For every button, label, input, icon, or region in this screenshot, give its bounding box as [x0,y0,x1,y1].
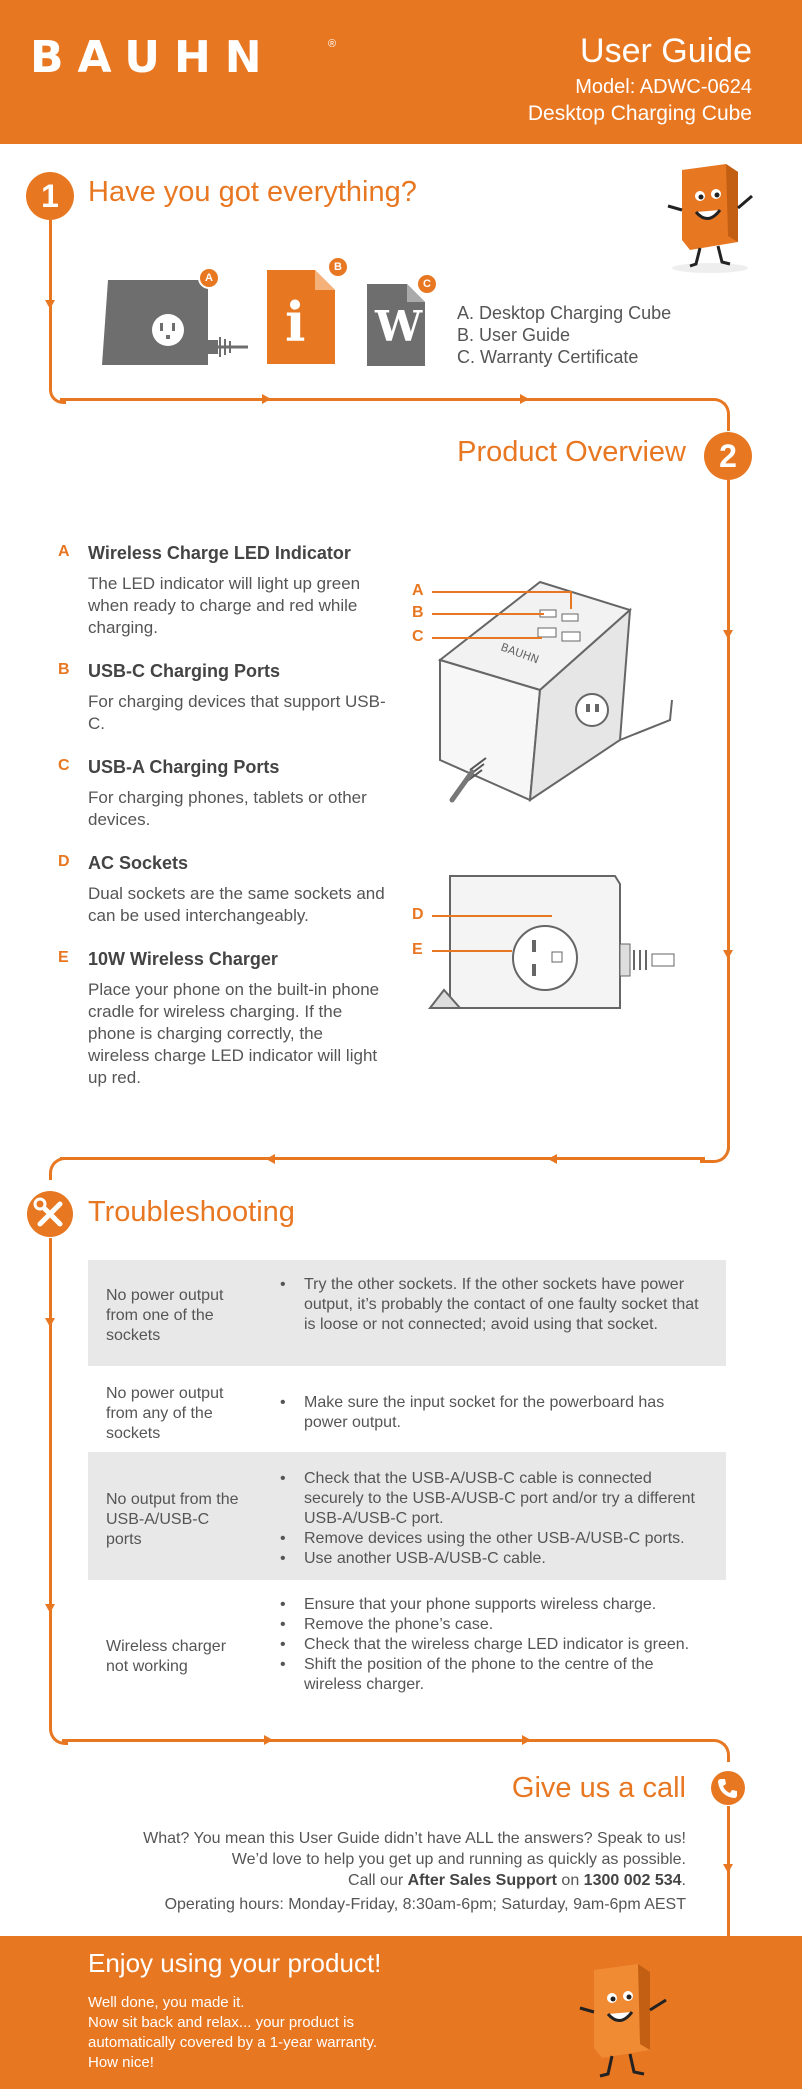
solution-list: Ensure that your phone supports wireless… [278,1595,708,1695]
section-title-call: Give us a call [511,1772,686,1804]
feature-description: Place your phone on the built-in phone c… [88,980,380,1087]
contents-item: B. User Guide [457,325,571,345]
badge-c: C [416,273,438,295]
solution-item: Try the other sockets. If the other sock… [278,1275,708,1335]
feature-description: The LED indicator will light up green wh… [88,574,361,637]
feature-letter: A [58,543,70,560]
issue-text: Wireless charger not working [106,1638,227,1675]
table-row: No output from the USB-A/USB-C ports Che… [88,1452,726,1580]
footer-banner [0,1936,802,2089]
model-number: Model: ADWC-0624 [575,76,752,98]
mascot-illustration [667,164,753,273]
solution-item: Remove devices using the other USB-A/USB… [278,1529,708,1549]
section-title-troubleshooting: Troubleshooting [88,1196,295,1228]
charging-cube-icon [92,280,248,365]
solution-item: Shift the position of the phone to the c… [278,1655,708,1695]
table-row: No power output from one of the sockets … [88,1260,726,1366]
mascot-footer-illustration [579,1964,667,2078]
feature-title: AC Sockets [88,853,189,873]
diagram-label-e: E [412,941,423,958]
product-name: Desktop Charging Cube [527,102,752,125]
support-phone[interactable]: 1300 002 534 [583,1872,682,1889]
user-guide-icon [267,270,335,364]
feature-letter: C [58,757,70,774]
feature-description: Dual sockets are the same sockets and ca… [88,884,385,925]
call-prefix: Call our [348,1872,408,1889]
footer-message: Well done, you made it. Now sit back and… [88,1993,377,2073]
diagram-label-b: B [412,604,424,621]
feature-letter: D [58,853,70,870]
feature-title: 10W Wireless Charger [88,949,278,969]
operating-hours: Operating hours: Monday-Friday, 8:30am-6… [164,1896,686,1913]
phone-icon [711,1771,745,1805]
support-name: After Sales Support [407,1872,557,1889]
step-1-badge: 1 [26,172,74,220]
feature-description: For charging devices that support USB-C. [88,692,386,733]
table-row: No power output from any of the sockets … [88,1366,726,1452]
badge-b: B [327,256,349,278]
issue-text: No power output from one of the sockets [106,1287,224,1344]
feature-title: Wireless Charge LED Indicator [88,543,351,563]
footer-line: Now sit back and relax... your product i… [88,2014,354,2031]
solution-item: Check that the wireless charge LED indic… [278,1635,708,1655]
solution-item: Remove the phone’s case. [278,1615,708,1635]
solution-item: Use another USB-A/USB-C cable. [278,1549,708,1569]
badge-a: A [198,267,220,289]
diagram-label-a: A [412,582,424,599]
diagram-label-d: D [412,906,424,923]
contents-item: A. Desktop Charging Cube [457,303,672,323]
solution-item: Make sure the input socket for the power… [278,1393,708,1433]
section-title-overview: Product Overview [457,436,686,468]
call-text: What? You mean this User Guide didn’t ha… [46,1828,686,1915]
step-2-badge: 2 [704,432,752,480]
diagram-label-c: C [412,628,424,645]
footer-line: automatically covered by a 1-year warran… [88,2034,378,2051]
solution-list: Check that the USB-A/USB-C cable is conn… [278,1469,708,1569]
solution-list: Try the other sockets. If the other sock… [278,1275,708,1335]
feature-description: For charging phones, tablets or other de… [88,788,367,829]
solution-item: Check that the USB-A/USB-C cable is conn… [278,1469,708,1529]
call-line: We’d love to help you get up and running… [231,1851,686,1868]
header-banner [0,0,802,144]
footer-line: Well done, you made it. [88,1994,245,2011]
registered-mark: ® [328,38,337,50]
feature-title: USB-A Charging Ports [88,757,280,777]
warranty-glyph: W [375,302,423,351]
brand-logo: BAUHN [30,32,276,83]
call-line: Call our After Sales Support on 1300 002… [46,1870,686,1891]
tools-icon [27,1191,73,1237]
section-title-contents: Have you got everything? [88,176,417,208]
guide-title: User Guide [580,32,752,70]
device-top-diagram: BAUHN [437,580,673,803]
issue-text: No power output from any of the sockets [106,1385,224,1442]
footer-line: How nice! [88,2054,154,2071]
contents-item: C. Warranty Certificate [457,347,639,367]
call-suffix: . [681,1872,686,1889]
info-glyph: i [285,290,306,354]
table-row: Wireless charger not working Ensure that… [88,1580,726,1706]
warranty-certificate-icon [367,284,425,366]
footer-title: Enjoy using your product! [88,1948,382,1978]
solution-item: Ensure that your phone supports wireless… [278,1595,708,1615]
feature-title: USB-C Charging Ports [88,661,281,681]
feature-letter: E [58,949,69,966]
solution-list: Make sure the input socket for the power… [278,1393,708,1433]
feature-letter: B [58,661,70,678]
device-side-diagram [427,875,675,1009]
call-line: What? You mean this User Guide didn’t ha… [143,1830,686,1847]
contents-list: A. Desktop Charging Cube B. User Guide C… [457,302,671,368]
call-mid: on [556,1872,584,1889]
issue-text: No output from the USB-A/USB-C ports [106,1491,239,1548]
